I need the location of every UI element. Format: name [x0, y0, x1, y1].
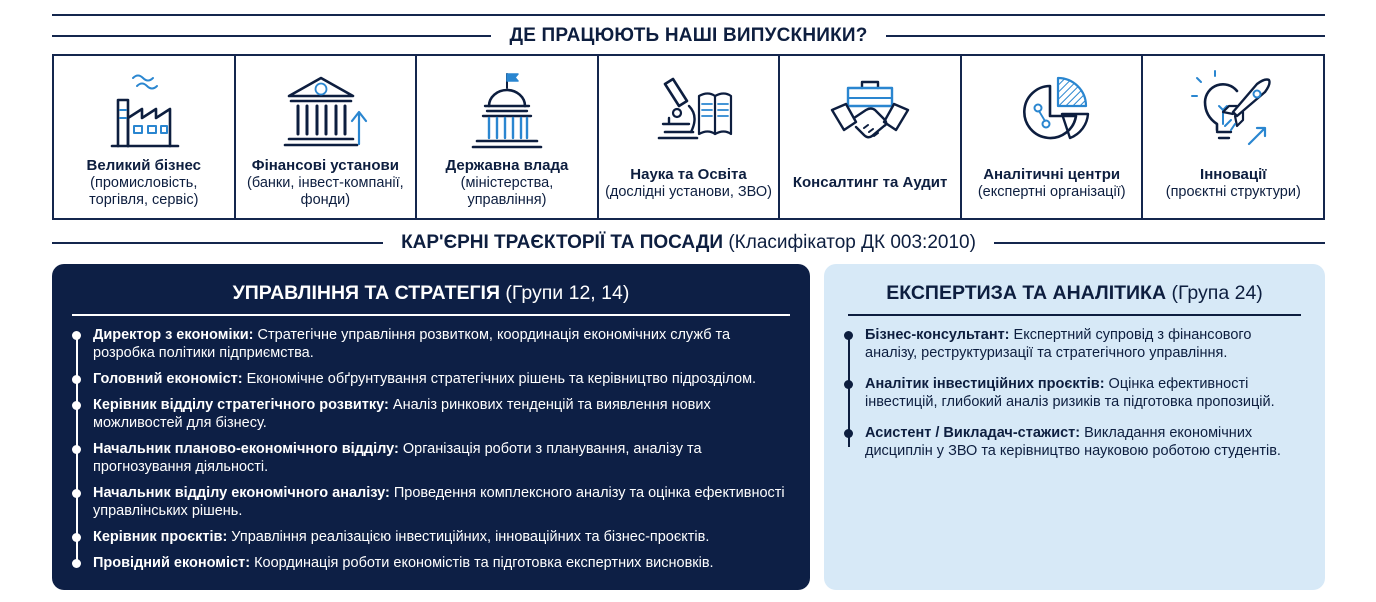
bank-icon [284, 76, 368, 147]
list-item: Директор з економіки: Стратегічне управл… [72, 326, 790, 362]
heading-line-right [993, 242, 1325, 244]
bullet-dot [72, 533, 81, 542]
sector-desc: (проєктні структури) [1165, 183, 1301, 200]
government-building-icon [471, 73, 543, 149]
position-title: Директор з економіки: [93, 327, 254, 343]
bullet-dot [72, 445, 81, 454]
position-title: Начальник планово-економічного відділу: [93, 441, 399, 457]
position-desc: Управління реалізацією інвестиційних, ін… [227, 529, 710, 545]
heading-line-left [52, 35, 492, 37]
position-title: Аналітик інвестиційних проєктів: [865, 376, 1105, 392]
panel-title: УПРАВЛІННЯ ТА СТРАТЕГІЯ (Групи 12, 14) [52, 282, 810, 305]
top-divider [52, 14, 1325, 16]
position-title: Головний економіст: [93, 371, 243, 387]
bullet-dot [72, 375, 81, 384]
handshake-briefcase-icon [830, 80, 910, 139]
careers-heading-row: КАР'ЄРНІ ТРАЄКТОРІЇ ТА ПОСАДИ (Класифіка… [52, 230, 1325, 256]
position-title: Асистент / Викладач-стажист: [865, 425, 1081, 441]
sectors-heading-row: ДЕ ПРАЦЮЮТЬ НАШІ ВИПУСКНИКИ? [52, 23, 1326, 49]
positions-list: Бізнес-консультант: Експертний супровід … [844, 326, 1305, 473]
sector-name: Інновації [1200, 165, 1267, 183]
list-item: Начальник відділу економічного аналізу: … [72, 484, 790, 520]
position-title: Бізнес-консультант: [865, 327, 1010, 343]
position-desc: Організація роботи з планування, аналізу… [93, 441, 702, 475]
sector-card: Консалтинг та Аудит [780, 56, 962, 218]
position-desc: Економічне обґрунтування стратегічних рі… [242, 371, 757, 387]
list-item: Головний економіст: Економічне обґрунтув… [72, 370, 790, 388]
list-item: Бізнес-консультант: Експертний супровід … [844, 326, 1305, 362]
sector-name: Консалтинг та Аудит [792, 174, 948, 191]
sector-name: Аналітичні центри [983, 165, 1121, 183]
list-item: Керівник проєктів: Управління реалізаціє… [72, 528, 790, 546]
bullet-dot [844, 331, 853, 340]
position-title: Керівник відділу стратегічного розвитку: [93, 397, 389, 413]
sector-desc: (промисловість, торгівля, сервіс) [89, 175, 199, 208]
sector-desc: (експертні організації) [977, 183, 1126, 200]
list-item: Начальник планово-економічного відділу: … [72, 440, 790, 476]
bullet-dot [844, 380, 853, 389]
bullet-dot [72, 401, 81, 410]
position-desc: Оцінка ефективності інвестицій, глибокий… [865, 376, 1275, 410]
panel-title-rest: (Групи 12, 14) [499, 282, 630, 304]
sector-name: Великий бізнес [86, 157, 202, 174]
panel-divider [848, 314, 1301, 316]
sector-card: Інновації (проєктні структури) [1143, 56, 1323, 218]
panel-title-bold: ЕКСПЕРТИЗА ТА АНАЛІТИКА [886, 282, 1167, 304]
pie-chart-head-icon [1022, 76, 1089, 140]
panel-title-bold: УПРАВЛІННЯ ТА СТРАТЕГІЯ [232, 282, 500, 304]
panel-title-rest: (Група 24) [1166, 282, 1263, 304]
sector-card: Державна влада (міністерства, управління… [417, 56, 599, 218]
sector-name: Державна влада [445, 157, 569, 174]
bullet-dot [72, 489, 81, 498]
expertise-analytics-panel: ЕКСПЕРТИЗА ТА АНАЛІТИКА (Група 24) Бізне… [824, 264, 1325, 590]
sector-card: Великий бізнес (промисловість, торгівля,… [54, 56, 236, 218]
bullet-dot [844, 429, 853, 438]
position-desc: Експертний супровід з фінансового аналіз… [865, 327, 1252, 361]
position-desc: Аналіз ринкових тенденцій та виявлення н… [93, 397, 711, 431]
position-title: Керівник проєктів: [93, 529, 228, 545]
sector-name: Фінансові установи [251, 157, 399, 174]
heading-line-left [52, 242, 384, 244]
position-desc: Проведення комплексного аналізу та оцінк… [93, 485, 785, 519]
heading-line-right [885, 35, 1326, 37]
management-strategy-panel: УПРАВЛІННЯ ТА СТРАТЕГІЯ (Групи 12, 14) Д… [52, 264, 810, 590]
careers-heading-bold: КАР'ЄРНІ ТРАЄКТОРІЇ ТА ПОСАДИ [401, 232, 724, 253]
sectors-heading: ДЕ ПРАЦЮЮТЬ НАШІ ВИПУСКНИКИ? [509, 25, 868, 46]
sectors-grid: Великий бізнес (промисловість, торгівля,… [52, 54, 1325, 220]
careers-heading: КАР'ЄРНІ ТРАЄКТОРІЇ ТА ПОСАДИ (Класифіка… [383, 232, 994, 254]
sector-card: Фінансові установи (банки, інвест-компан… [236, 56, 418, 218]
microscope-book-icon [657, 77, 732, 140]
list-item: Керівник відділу стратегічного розвитку:… [72, 396, 790, 432]
sector-name: Наука та Освіта [630, 165, 747, 183]
bullet-dot [72, 331, 81, 340]
factory-icon [110, 74, 180, 148]
position-title: Начальник відділу економічного аналізу: [93, 485, 390, 501]
list-item: Провідний економіст: Координація роботи … [72, 554, 790, 572]
lightbulb-rocket-icon [1191, 70, 1271, 146]
positions-list: Директор з економіки: Стратегічне управл… [72, 326, 790, 580]
timeline-line [848, 336, 850, 447]
sector-desc: (банки, інвест-компанії, фонди) [247, 175, 404, 208]
position-desc: Координація роботи економістів та підгот… [250, 555, 714, 571]
sector-card: Аналітичні центри (експертні організації… [962, 56, 1144, 218]
position-desc: Стратегічне управління розвитком, коорди… [93, 327, 731, 361]
careers-heading-rest: (Класифікатор ДК 003:2010) [723, 232, 976, 253]
sector-desc: (міністерства, управління) [460, 175, 554, 208]
bullet-dot [72, 559, 81, 568]
panel-title: ЕКСПЕРТИЗА ТА АНАЛІТИКА (Група 24) [824, 282, 1325, 305]
list-item: Аналітик інвестиційних проєктів: Оцінка … [844, 375, 1305, 411]
position-title: Провідний економіст: [93, 555, 251, 571]
list-item: Асистент / Викладач-стажист: Викладання … [844, 424, 1305, 460]
sector-card: Наука та Освіта (дослідні установи, ЗВО) [599, 56, 781, 218]
position-desc: Викладання економічних дисциплін у ЗВО т… [865, 425, 1281, 459]
panel-divider [72, 314, 790, 316]
sector-desc: (дослідні установи, ЗВО) [605, 183, 772, 200]
